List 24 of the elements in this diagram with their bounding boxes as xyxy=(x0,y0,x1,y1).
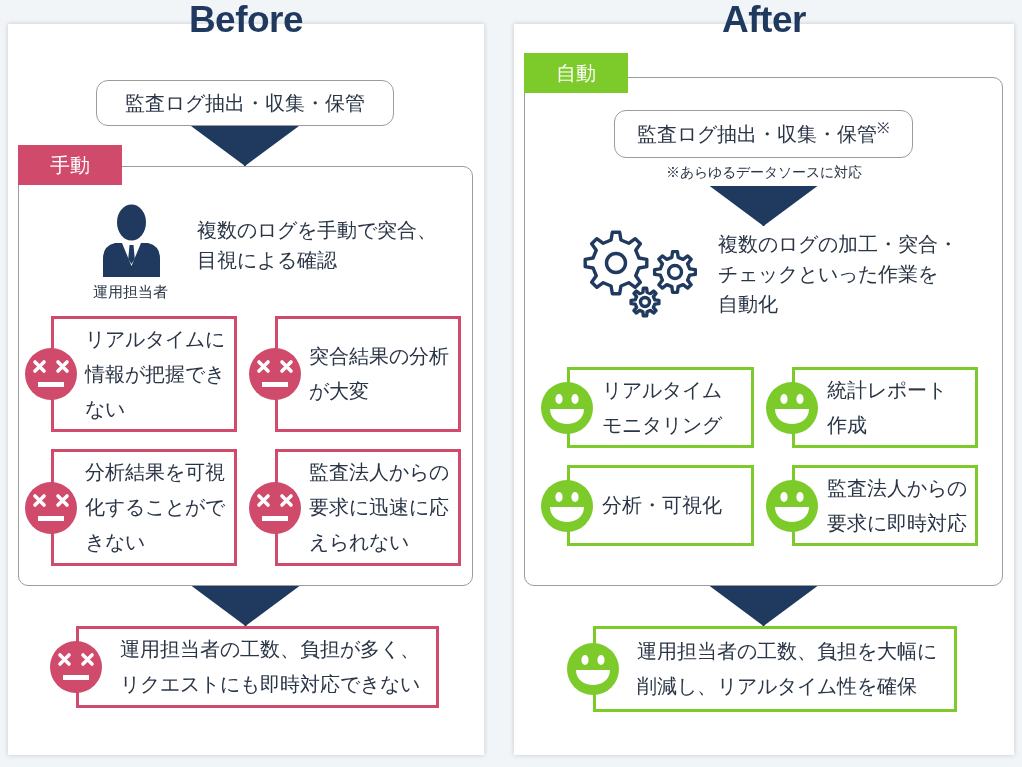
arrow xyxy=(191,125,299,167)
description-text: 複数のログの加工・突合・チェックといった作業を自動化 xyxy=(718,232,959,317)
item-text: リアルタイムモニタリング xyxy=(602,377,723,438)
item-text: 運用担当者の工数、負担を大幅に削減し、リアルタイム性を確保 xyxy=(637,639,938,699)
tab-label: 自動 xyxy=(524,53,628,93)
process-box: 監査ログ抽出・収集・保管 xyxy=(96,80,394,126)
item-text: 監査法人からの要求に迅速に応えられない xyxy=(309,460,450,555)
process-box: 監査ログ抽出・収集・保管$^{※}$ xyxy=(614,110,913,158)
item-text: 運用担当者の工数、負担が多く、リクエストにも即時対応できない xyxy=(120,637,421,697)
item-text: 突合結果の分析が大変 xyxy=(309,344,450,404)
arrow xyxy=(709,585,818,627)
footnote-text: ※あらゆるデータソースに対応 xyxy=(665,163,862,182)
arrow xyxy=(191,585,300,627)
heading: After xyxy=(722,0,806,40)
item-text: 分析・可視化 xyxy=(602,493,723,518)
heading: Before xyxy=(188,0,304,40)
item-text: 監査法人からの要求に即時対応 xyxy=(827,475,968,536)
tab-label: 手動 xyxy=(18,145,122,185)
arrow xyxy=(709,185,818,227)
description-text: 複数のログを手動で突合、目視による確認 xyxy=(197,218,438,273)
item-text: リアルタイムに情報が把握できない xyxy=(85,326,226,422)
item-text: 統計レポート作成 xyxy=(827,377,948,438)
item-text: 分析結果を可視化することができない xyxy=(85,460,226,555)
role-caption: 運用担当者 xyxy=(92,283,168,301)
